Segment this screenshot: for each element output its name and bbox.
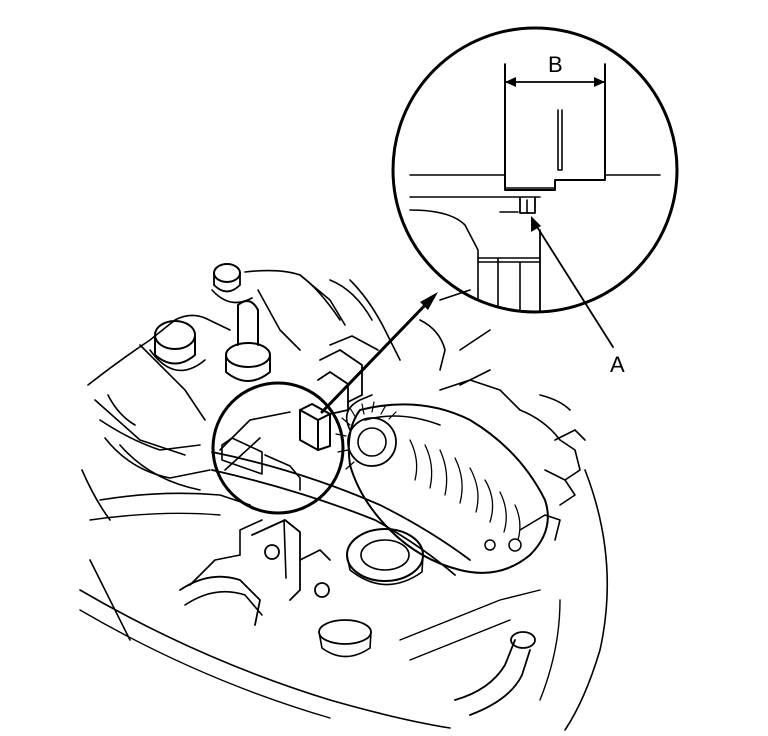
detail-locator-circle xyxy=(211,381,345,515)
callout-b-label: B xyxy=(548,52,563,77)
magnification-leader xyxy=(320,292,438,414)
dimension-b-marker xyxy=(504,63,606,97)
alternator-fins xyxy=(409,439,521,541)
engine-assembly xyxy=(79,263,609,731)
callout-a-leader xyxy=(531,216,614,348)
magnified-detail-view xyxy=(391,26,679,348)
callout-a-label: A xyxy=(610,352,625,377)
